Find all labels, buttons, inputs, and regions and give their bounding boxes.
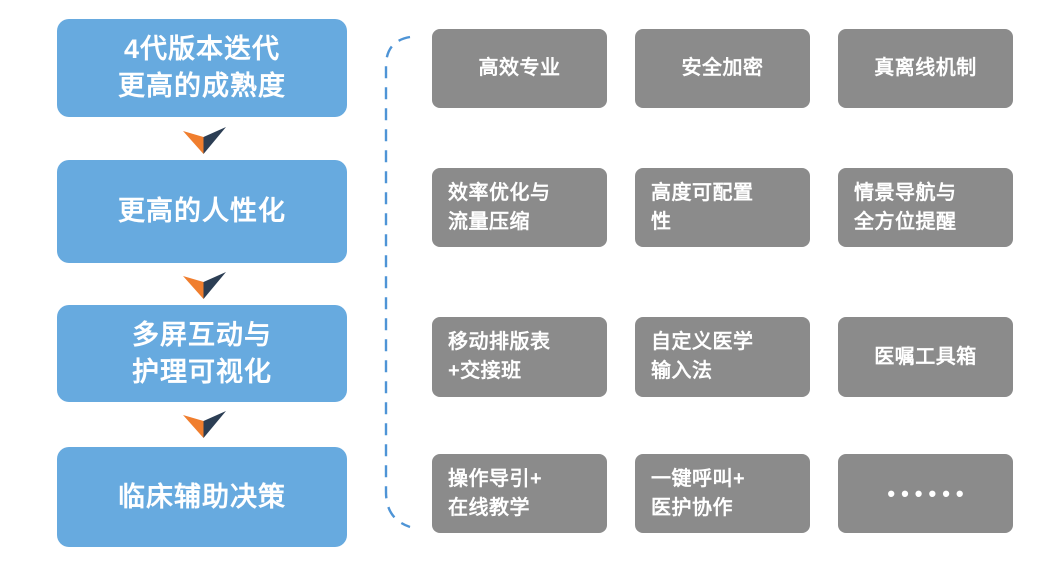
feature-cell-configurability: 高度可配置 性 — [635, 168, 810, 247]
stage-box-version-iteration: 4代版本迭代 更高的成熟度 — [57, 19, 347, 117]
stage-box-humanization: 更高的人性化 — [57, 160, 347, 263]
feature-cell-guide-teaching: 操作导引+ 在线教学 — [432, 454, 607, 533]
down-arrow-icon — [183, 272, 226, 299]
feature-cell-efficiency-compression: 效率优化与 流量压缩 — [432, 168, 607, 247]
feature-cell-secure-encryption: 安全加密 — [635, 29, 810, 108]
stage-box-multiscreen: 多屏互动与 护理可视化 — [57, 305, 347, 402]
feature-cell-mobile-schedule: 移动排版表 +交接班 — [432, 317, 607, 397]
feature-cell-context-navigation: 情景导航与 全方位提醒 — [838, 168, 1013, 247]
down-arrow-icon — [183, 411, 226, 438]
feature-cell-order-toolbox: 医嘱工具箱 — [838, 317, 1013, 397]
feature-cell-one-key-call: 一键呼叫+ 医护协作 — [635, 454, 810, 533]
feature-cell-efficient-professional: 高效专业 — [432, 29, 607, 108]
down-arrow-icon — [183, 127, 226, 154]
dashed-brace-line — [384, 35, 411, 529]
stage-box-clinical-decision: 临床辅助决策 — [57, 447, 347, 547]
feature-cell-medical-input-method: 自定义医学 输入法 — [635, 317, 810, 397]
feature-cell-more-ellipsis: •••••• — [838, 454, 1013, 533]
feature-cell-true-offline: 真离线机制 — [838, 29, 1013, 108]
